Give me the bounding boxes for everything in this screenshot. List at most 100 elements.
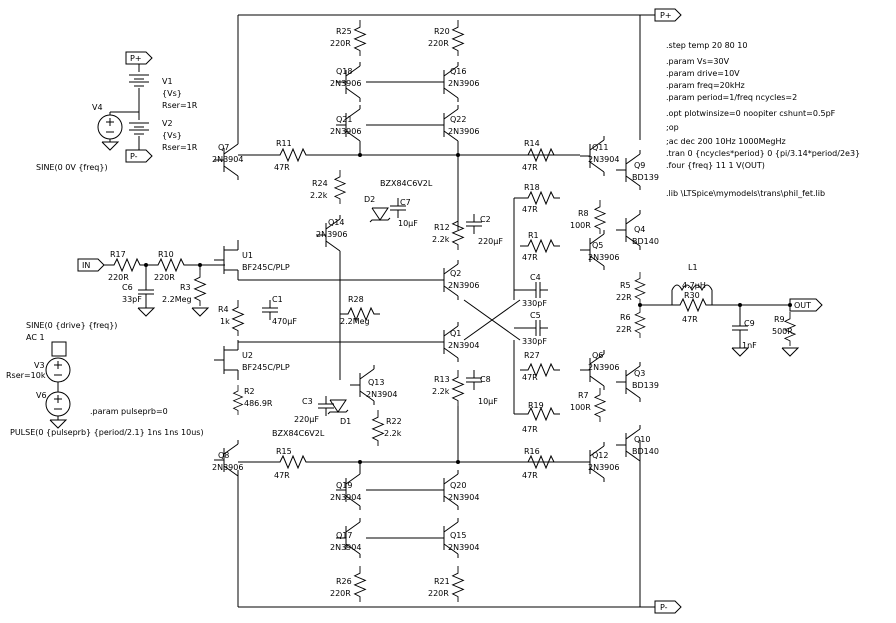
r5-ref: R5	[620, 281, 631, 290]
q13-model: 2N3904	[366, 390, 397, 399]
directive-param-drive: .param drive=10V	[666, 69, 740, 78]
q3-ref: Q3	[634, 369, 645, 378]
c3-value: 10µF	[478, 397, 498, 406]
q5-ref: Q5	[592, 241, 603, 250]
c9-value: 1nF	[742, 341, 757, 350]
r19-ref: R19	[528, 401, 544, 410]
input-stage: IN R17 220R R10 220R C6 33pF R3 2.2Meg U…	[77, 239, 297, 416]
q1-model: 2N3904	[448, 341, 479, 350]
r25-value: 220R	[330, 39, 351, 48]
compensation-caps: C4 330pF C5 330pF	[514, 273, 549, 346]
q11-ref: Q11	[592, 143, 608, 152]
r30-ref: R30	[684, 291, 700, 300]
r20-value: 220R	[428, 39, 449, 48]
r24-ref: R24	[312, 179, 328, 188]
c2-value: 220µF	[478, 237, 503, 246]
rail-flag-p-plus: P+	[640, 8, 682, 22]
c7-value: 10µF	[398, 219, 418, 228]
rail-flag-p-minus-label: P-	[660, 603, 668, 612]
q15-ref: Q15	[450, 531, 466, 540]
bottom-mirror: Q19 2N3904 Q20 2N3904 Q17 2N3904 Q15 2N3…	[330, 460, 479, 603]
supply-rails	[237, 14, 641, 608]
c8-ref: C3	[302, 397, 313, 406]
spice-directives: .step temp 20 80 10 .param Vs=30V .param…	[666, 41, 860, 198]
d2-model: BZX84C6V2L	[380, 179, 433, 188]
v4-ref: V4	[92, 103, 103, 112]
r11-value: 47R	[274, 163, 290, 172]
r7-value: 100R	[570, 403, 591, 412]
q18-ref: Q18	[336, 67, 352, 76]
q14-model: 2N3906	[316, 230, 347, 239]
q3-model: BD139	[632, 381, 659, 390]
v1-value: {Vs}	[162, 89, 182, 98]
v2-value: {Vs}	[162, 131, 182, 140]
r26-value: 220R	[330, 589, 351, 598]
r26-ref: R26	[336, 577, 352, 586]
q22-ref: Q22	[450, 115, 466, 124]
q15-model: 2N3904	[448, 543, 479, 552]
c5-ref: C5	[530, 311, 541, 320]
q4-ref: Q4	[634, 225, 645, 234]
d1-ref: D1	[340, 417, 351, 426]
output-stage-upper: R14 47R Q11 2N3904 Q9 BD139 R18 47R R8 1…	[513, 135, 659, 300]
c9-ref: C9	[744, 319, 755, 328]
c4-ref: C4	[530, 273, 541, 282]
output-node: R5 22R R6 22R L1 4.7µH R30 47R C9 1nF R9…	[616, 263, 823, 357]
q1-ref: Q1	[450, 329, 461, 338]
directive-opt: .opt plotwinsize=0 noopiter cshunt=0.5pF	[666, 109, 836, 118]
r17-value: 220R	[108, 273, 129, 282]
r12-value: 2.2k	[432, 235, 450, 244]
r20-ref: R20	[434, 27, 450, 36]
c4-value: 330pF	[522, 299, 547, 308]
q2-ref: Q2	[450, 269, 461, 278]
param-pulse: .param pulseprb=0	[90, 407, 168, 416]
d2-ref: D2	[364, 195, 375, 204]
c6-value: 33pF	[122, 295, 142, 304]
lower-bias: Q13 2N3904 C3 220µF D1 BZX84C6V2L R22 2.…	[272, 364, 402, 447]
directive-op: ;op	[666, 123, 679, 132]
v1-ref: V1	[162, 77, 173, 86]
r22-value: 2.2k	[384, 429, 402, 438]
q6-model: 2N3906	[588, 363, 619, 372]
r10-value: 220R	[154, 273, 175, 282]
r14-value: 47R	[522, 163, 538, 172]
supply-flag-p-minus: P-	[130, 152, 138, 161]
r15-value: 47R	[274, 471, 290, 480]
q10-model: BD140	[632, 447, 659, 456]
q8-model: 2N3906	[212, 463, 243, 472]
r18-value: 47R	[522, 205, 538, 214]
r4-ref: R4	[218, 305, 229, 314]
directive-param-freq: .param freq=20kHz	[666, 81, 745, 90]
v3-ac: AC 1	[26, 333, 45, 342]
r17-ref: R17	[110, 250, 126, 259]
r1-value: 47R	[522, 253, 538, 262]
q6-ref: Q6	[592, 351, 603, 360]
output-stage-lower: Q6 2N3906 R27 47R Q3 BD139 R7 100R R19 4…	[513, 340, 659, 483]
q14-ref: Q14	[328, 218, 344, 227]
r15-ref: R15	[276, 447, 292, 456]
r22-ref: R22	[386, 417, 402, 426]
r2-value: 486.9R	[244, 399, 273, 408]
input-port-label: IN	[82, 261, 90, 270]
directive-step: .step temp 20 80 10	[666, 41, 748, 50]
left-drivers: Q7 2N3904 R11 47R Q8 2N3906 R15 47R	[212, 139, 580, 481]
q16-ref: Q16	[450, 67, 466, 76]
r7-ref: R7	[578, 391, 589, 400]
directive-lib: .lib \LTSpice\mymodels\trans\phil_fet.li…	[666, 189, 825, 198]
q9-ref: Q9	[634, 161, 645, 170]
r21-ref: R21	[434, 577, 450, 586]
r27-value: 47R	[522, 373, 538, 382]
r6-ref: R6	[620, 313, 631, 322]
directive-param-period: .param period=1/freq ncycles=2	[666, 93, 797, 102]
r25-ref: R25	[336, 27, 352, 36]
q2-model: 2N3906	[448, 281, 479, 290]
q8-ref: Q8	[218, 451, 229, 460]
c1-ref: C1	[272, 295, 283, 304]
u2-model: BF245C/PLP	[242, 363, 290, 372]
top-mirror: R25 220R R20 220R Q18 2N3906 Q16 2N3906 …	[330, 19, 479, 230]
q22-model: 2N3906	[448, 127, 479, 136]
r14-ref: R14	[524, 139, 540, 148]
c6-ref: C6	[122, 283, 133, 292]
r24-value: 2.2k	[310, 191, 328, 200]
